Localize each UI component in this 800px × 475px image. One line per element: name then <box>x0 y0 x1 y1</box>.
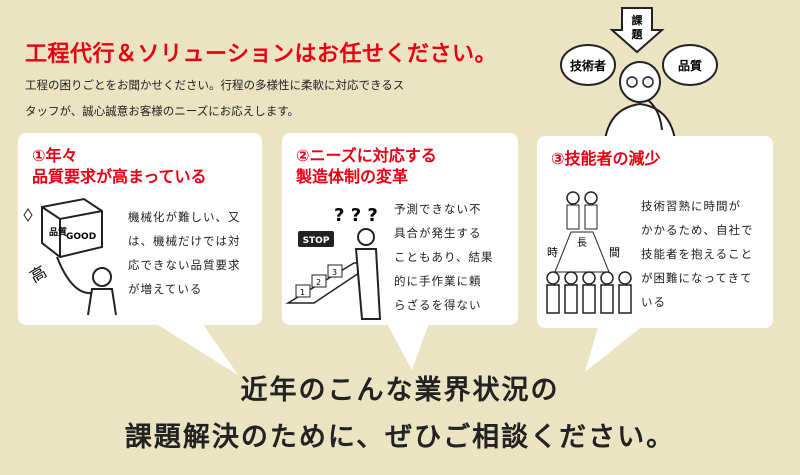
step-label: 1 <box>300 288 305 297</box>
closing-line-2: 課題解決のために、ぜひご相談ください。 <box>124 422 676 453</box>
card-title: ①年々品質要求が高まっている <box>32 145 207 187</box>
body-line: が困難になってきて <box>641 271 753 285</box>
card-title: ③技能者の減少 <box>551 148 661 169</box>
sparkle-icon <box>23 208 33 222</box>
body-line: 技術習熟に時間が <box>641 199 741 213</box>
body-line: いる <box>641 295 666 309</box>
body-line: 具合が発生する <box>394 226 482 240</box>
card-title-line: ②ニーズに対応する <box>296 146 437 165</box>
body-line: は、機械だけでは対 <box>128 234 241 248</box>
time-label: 時 <box>547 246 558 259</box>
thought-bubble-left <box>560 44 616 86</box>
workers-illustration: 長 時 間 <box>546 191 632 314</box>
body-line: らざるを得ない <box>394 298 482 312</box>
card-body: 技術習熟に時間がかかるため、自社で技能者を抱えることが困難になってきている <box>641 194 754 314</box>
arrow-label-2: 題 <box>632 28 644 41</box>
body-line: こともあり、結果 <box>394 250 494 264</box>
lead-line: タッフが、誠心誠意お客様のニーズにお応えします。 <box>25 104 300 118</box>
side-label: 高 <box>27 262 50 286</box>
body-line: 機械化が難しい、又 <box>128 210 241 224</box>
bubble-left-label: 技術者 <box>570 58 606 73</box>
arrow-label-1: 課 <box>632 13 644 27</box>
time-label: 間 <box>609 246 620 259</box>
card-body: 予測できない不具合が発生することもあり、結果的に手作業に頼らざるを得ない <box>394 197 494 317</box>
body-line: 的に手作業に頼 <box>394 274 482 288</box>
box-label: GOOD <box>66 232 96 242</box>
body-line: 技能者を抱えること <box>641 247 754 261</box>
card-body: 機械化が難しい、又は、機械だけでは対応できない品質要求が増えている <box>128 205 241 301</box>
lead-line: 工程の困りごとをお聞かせください。行程の多様性に柔軟に対応できるス <box>25 78 405 92</box>
production-line-illustration: ? ? ? STOP 1 2 3 <box>285 205 382 320</box>
box-label: 品質 <box>49 226 67 238</box>
page-title: 工程代行＆ソリューションはお任せください。 <box>25 42 498 67</box>
worker-group <box>546 271 632 314</box>
time-label: 長 <box>577 237 587 249</box>
card-title-line: 品質要求が高まっている <box>32 167 207 186</box>
card-title-line: ③技能者の減少 <box>551 149 661 168</box>
issue-card-skilled-workers: ③技能者の減少 長 時 間 技術習熟に時間がかかるため、自社で技能者を抱えること… <box>537 136 773 328</box>
stop-label: STOP <box>303 236 330 246</box>
question-marks: ? ? ? <box>334 205 378 226</box>
body-line: 予測できない不 <box>394 202 482 216</box>
card-title-line: ①年々 <box>32 146 78 165</box>
body-line: が増えている <box>128 282 203 296</box>
card-title: ②ニーズに対応する製造体制の変革 <box>296 145 437 187</box>
closing-line-1: 近年のこんな業界状況の <box>240 375 560 406</box>
lead-text: 工程の困りごとをお聞かせください。行程の多様性に柔軟に対応できるス タッフが、誠… <box>25 72 545 124</box>
step-label: 2 <box>316 278 321 287</box>
issue-card-manufacturing: ②ニーズに対応する製造体制の変革 ? ? ? STOP 1 2 3 予測できない… <box>282 133 518 325</box>
body-line: 応できない品質要求 <box>128 258 241 272</box>
body-line: かかるため、自社で <box>641 223 754 237</box>
worried-manager-illustration: 課 題 技術者 品質 <box>560 7 718 140</box>
step-label: 3 <box>332 268 337 277</box>
bubble-right-label: 品質 <box>678 58 702 73</box>
arrow-down-icon <box>609 7 665 54</box>
thought-bubble-right <box>662 44 718 86</box>
face <box>619 61 661 103</box>
quality-box-illustration: 品質 GOOD 高 <box>23 197 117 316</box>
stop-sign <box>298 231 334 247</box>
card-title-line: 製造体制の変革 <box>296 167 409 186</box>
issue-card-quality: ①年々品質要求が高まっている 品質 GOOD 高 機械化が難しい、又は、機械だけ… <box>18 133 262 325</box>
